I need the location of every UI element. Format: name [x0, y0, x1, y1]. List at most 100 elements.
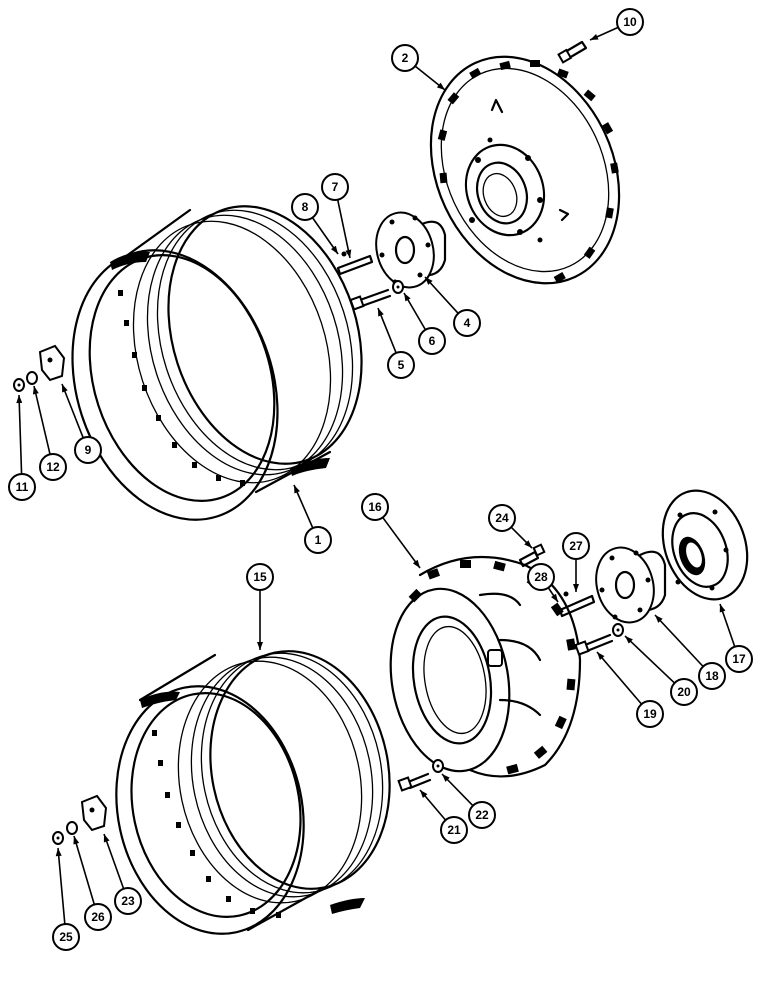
leader-arrowhead	[404, 293, 411, 302]
callout-circle	[698, 662, 726, 690]
leader-arrowhead	[719, 604, 726, 613]
callout-number: 25	[59, 930, 73, 944]
callout-circle	[39, 453, 67, 481]
callout-9: 9	[61, 383, 102, 464]
callout-number: 8	[302, 200, 309, 214]
leader-arrowhead	[625, 636, 633, 644]
callout-circle	[304, 526, 332, 554]
callout-circle	[387, 351, 415, 379]
leader-line	[61, 383, 84, 439]
callout-6: 6	[403, 292, 446, 355]
callout-circle	[616, 8, 644, 36]
callout-number: 23	[121, 894, 135, 908]
callout-number: 16	[368, 500, 382, 514]
callout-number: 28	[534, 570, 548, 584]
callout-circle	[246, 563, 274, 591]
washer-upper	[392, 280, 404, 294]
callout-26: 26	[73, 835, 112, 931]
leader-arrowhead	[425, 277, 433, 285]
callout-layer: 1245678910111215161718192021222324252627…	[8, 8, 753, 951]
callout-circle	[391, 44, 419, 72]
leader-line	[73, 835, 96, 905]
callout-number: 15	[253, 570, 267, 584]
leader-arrowhead	[597, 652, 605, 661]
callout-18: 18	[654, 614, 726, 690]
leader-arrowhead	[16, 395, 23, 404]
bolt-lower-rim	[397, 772, 432, 792]
callout-28: 28	[527, 563, 559, 603]
callout-5: 5	[377, 307, 415, 379]
callout-circle	[670, 678, 698, 706]
callout-number: 11	[16, 480, 29, 494]
leader-line	[18, 394, 23, 475]
callout-circle	[52, 923, 80, 951]
leader-arrowhead	[524, 540, 532, 548]
callout-4: 4	[424, 276, 481, 337]
callout-15: 15	[246, 563, 274, 650]
leader-arrowhead	[73, 836, 80, 845]
leader-line	[654, 614, 704, 668]
callout-circle	[84, 903, 112, 931]
pin-upper	[341, 251, 347, 257]
stud-bolt	[557, 40, 588, 64]
nut-clamp-upper	[13, 378, 25, 392]
callout-circle	[527, 563, 555, 591]
wheel-rim-upper	[71, 205, 363, 521]
callout-number: 4	[464, 316, 471, 330]
callout-circle	[321, 173, 349, 201]
leader-arrowhead	[590, 33, 599, 40]
leader-arrowhead	[294, 485, 300, 494]
callout-number: 7	[332, 180, 339, 194]
leader-arrowhead	[257, 642, 263, 650]
leader-line	[596, 651, 643, 705]
leader-arrowhead	[420, 790, 428, 799]
callout-22: 22	[441, 773, 496, 829]
callout-7: 7	[321, 173, 352, 259]
leader-line	[624, 635, 676, 684]
callout-circle	[74, 436, 102, 464]
nut-clamp-lower	[52, 831, 64, 845]
callout-number: 24	[495, 511, 509, 525]
callout-8: 8	[291, 193, 339, 255]
callout-27: 27	[562, 532, 590, 592]
callout-circle	[636, 700, 664, 728]
callout-16: 16	[361, 493, 421, 569]
callout-number: 18	[705, 669, 719, 683]
callout-number: 19	[643, 707, 657, 721]
callout-circle	[8, 473, 36, 501]
wheel-rim-lower	[115, 650, 391, 935]
wheel-center-housing-lower	[389, 555, 582, 778]
callout-number: 27	[569, 539, 583, 553]
hub-adapter-lower	[595, 546, 667, 624]
callout-circle	[562, 532, 590, 560]
leader-line	[103, 833, 125, 890]
callout-number: 1	[315, 533, 322, 547]
key-lower	[558, 591, 596, 618]
callout-number: 17	[732, 652, 746, 666]
callout-12: 12	[32, 385, 67, 481]
washer-clamp-upper	[26, 371, 38, 385]
callout-10: 10	[589, 8, 644, 41]
pin-lower	[563, 591, 569, 597]
callout-25: 25	[52, 847, 80, 951]
hub-adapter-upper	[375, 211, 447, 289]
callout-11: 11	[8, 394, 36, 501]
leader-arrowhead	[103, 834, 110, 843]
callout-23: 23	[103, 833, 142, 915]
washer-lower-rim	[432, 759, 444, 773]
callout-24: 24	[488, 504, 533, 549]
leader-line	[377, 307, 397, 354]
callout-number: 10	[623, 15, 637, 29]
callout-circle	[291, 193, 319, 221]
washer-lower-hub	[612, 623, 624, 637]
leader-arrowhead	[436, 82, 445, 90]
callout-20: 20	[624, 635, 698, 706]
callout-number: 21	[447, 823, 461, 837]
leader-line	[382, 516, 421, 569]
callout-circle	[114, 887, 142, 915]
stud-bolt-lower	[518, 543, 546, 568]
leader-arrowhead	[378, 308, 384, 317]
callout-circle	[725, 645, 753, 673]
